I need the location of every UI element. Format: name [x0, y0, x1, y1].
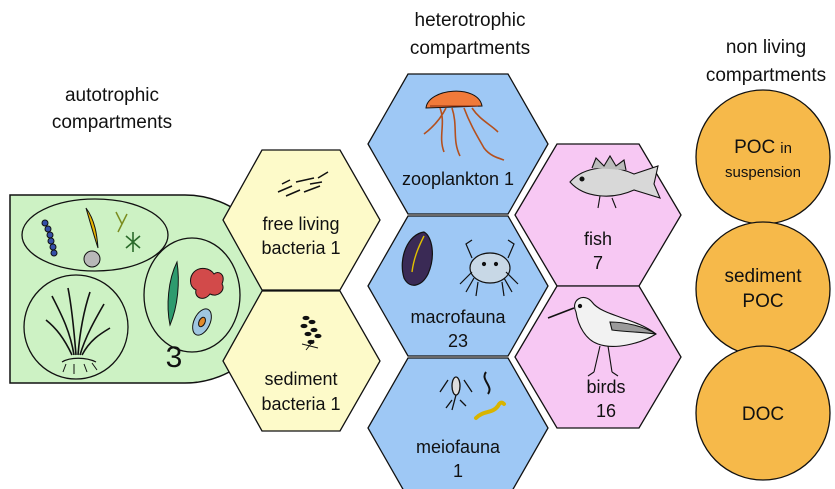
- heading-nonliving: non living compartments: [706, 37, 826, 86]
- hex-meiofauna-label-1: meiofauna: [416, 437, 501, 457]
- orb-sediment-poc: sediment POC: [696, 222, 830, 356]
- hex-zooplankton-label: zooplankton 1: [402, 169, 514, 189]
- heading-heterotrophic-line1: heterotrophic: [415, 10, 526, 31]
- heading-heterotrophic: heterotrophic compartments: [410, 10, 530, 59]
- hex-macrofauna-label-2: 23: [448, 331, 468, 351]
- orb-poc-main: POC: [734, 137, 775, 158]
- hex-sediment-bacteria-label-1: sediment: [264, 369, 337, 389]
- coccolith-icon: [84, 251, 100, 267]
- autotrophic-count: 3: [166, 341, 183, 374]
- hex-meiofauna: meiofauna 1: [368, 358, 548, 489]
- hex-zooplankton: zooplankton 1: [368, 74, 548, 214]
- heading-autotrophic: autotrophic compartments: [52, 85, 172, 133]
- seagrass-group: [24, 275, 128, 379]
- hex-free-living-label-1: free living: [262, 214, 339, 234]
- orb-sediment-poc-line1: sediment: [724, 266, 802, 287]
- hex-free-living-label-2: bacteria 1: [261, 238, 340, 258]
- heading-autotrophic-line1: autotrophic: [65, 85, 159, 106]
- orb-doc: DOC: [696, 346, 830, 480]
- hex-meiofauna-label-2: 1: [453, 461, 463, 481]
- orb-sediment-poc-line2: POC: [742, 291, 783, 312]
- orb-doc-label: DOC: [742, 404, 784, 425]
- hex-birds-label-2: 16: [596, 401, 616, 421]
- heading-nonliving-line2: compartments: [706, 65, 826, 86]
- heading-nonliving-line1: non living: [726, 37, 806, 58]
- hex-fish-label-1: fish: [584, 229, 612, 249]
- hex-macrofauna-label-1: macrofauna: [410, 307, 506, 327]
- macroalgae-group: [144, 238, 240, 352]
- hex-fish-label-2: 7: [593, 253, 603, 273]
- hex-fish: fish 7: [515, 144, 681, 286]
- orb-poc-in: in: [780, 140, 792, 157]
- orb-poc-suspension-line1: POC in: [734, 137, 792, 158]
- heading-heterotrophic-line2: compartments: [410, 38, 530, 59]
- hex-birds-label-1: birds: [586, 377, 625, 397]
- hex-sediment-bacteria-label-2: bacteria 1: [261, 394, 340, 414]
- hex-macrofauna: macrofauna 23: [368, 216, 548, 356]
- phytoplankton-group: [22, 199, 168, 271]
- hex-birds: birds 16: [515, 286, 681, 428]
- orb-poc-suspension: POC in suspension: [696, 90, 830, 224]
- heading-autotrophic-line2: compartments: [52, 112, 172, 133]
- orb-poc-suspension-line2: suspension: [725, 164, 801, 181]
